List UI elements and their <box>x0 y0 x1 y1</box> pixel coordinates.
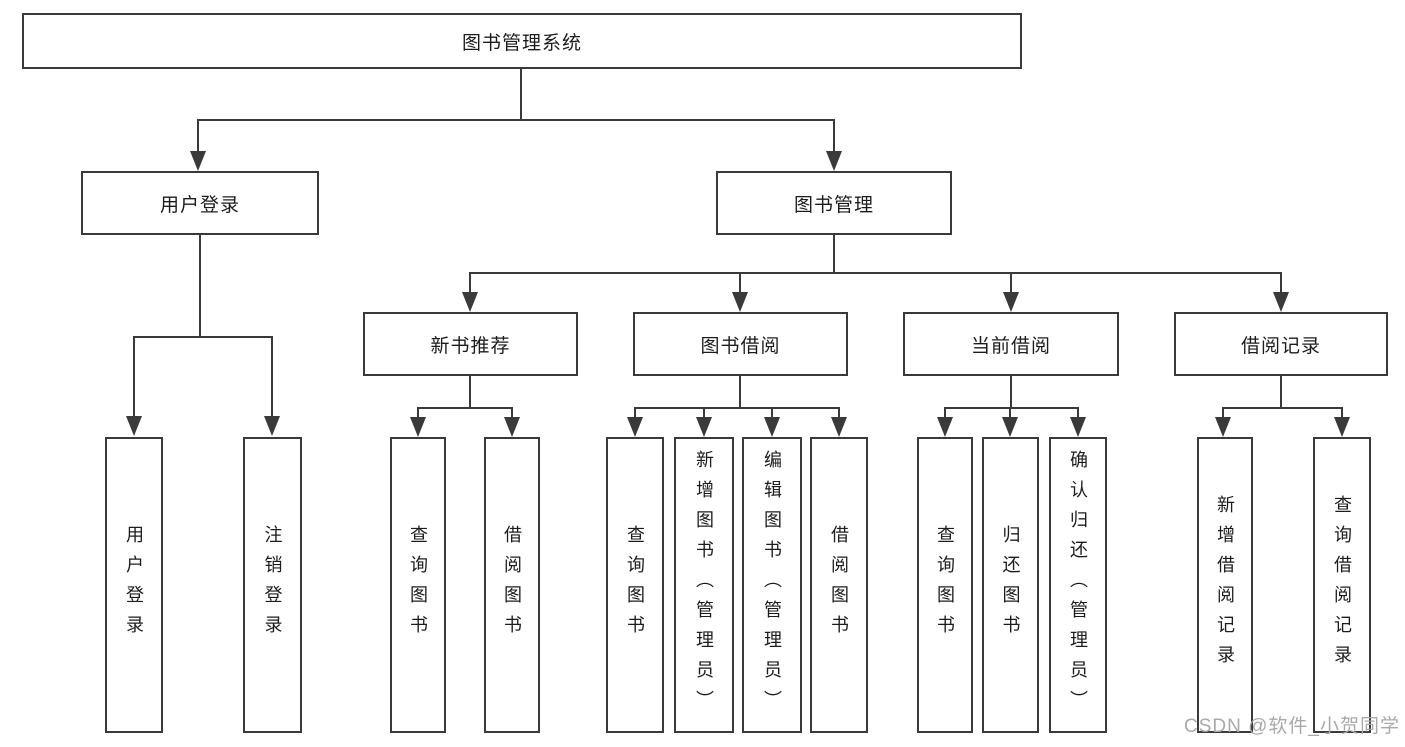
node-user-login: 用户登录 <box>81 171 319 235</box>
connector-drop <box>703 407 705 418</box>
connector-drop <box>1077 407 1079 418</box>
node-bb-borrow-book: 借阅图书 <box>810 437 868 733</box>
node-user-login-label: 用户登录 <box>159 194 240 216</box>
connector-drop-logout-leaf <box>271 336 273 418</box>
connector-drop-book-borrow <box>739 272 741 294</box>
connector-book-mgmt-stem <box>833 235 835 274</box>
connector-drop <box>838 407 840 418</box>
connector-borrow-record-branch <box>1222 407 1343 409</box>
connector-drop <box>634 407 636 418</box>
arrow-down-icon <box>126 416 142 436</box>
connector-borrow-record-stem <box>1280 376 1282 409</box>
node-book-borrow-label: 图书借阅 <box>700 335 781 357</box>
connector-drop <box>944 407 946 418</box>
connector-drop-user-login <box>197 119 199 153</box>
connector-drop-login-leaf <box>133 336 135 418</box>
arrow-down-icon <box>1003 292 1019 312</box>
node-root: 图书管理系统 <box>22 13 1022 69</box>
arrow-down-icon <box>504 417 520 437</box>
connector-current-borrow-branch <box>944 407 1079 409</box>
node-login-leaf: 用户登录 <box>105 437 163 733</box>
node-bb-add-book-label: 新增图书（管理员） <box>694 450 714 720</box>
node-book-mgmt-label: 图书管理 <box>793 194 874 216</box>
arrow-down-icon <box>1070 417 1086 437</box>
connector-user-login-branch <box>133 336 273 338</box>
node-br-add-record: 新增借阅记录 <box>1197 437 1253 733</box>
connector-book-mgmt-branch <box>469 272 1282 274</box>
node-book-borrow: 图书借阅 <box>633 312 848 376</box>
node-current-borrow-label: 当前借阅 <box>970 335 1051 357</box>
connector-book-borrow-branch <box>634 407 840 409</box>
node-cb-confirm-return: 确认归还（管理员） <box>1049 437 1107 733</box>
node-current-borrow: 当前借阅 <box>903 312 1119 376</box>
node-logout-leaf: 注销登录 <box>243 437 302 733</box>
node-rec-borrow-book: 借阅图书 <box>484 437 540 733</box>
arrow-down-icon <box>764 417 780 437</box>
arrow-down-icon <box>1273 292 1289 312</box>
connector-current-borrow-stem <box>1010 376 1012 409</box>
arrow-down-icon <box>1215 417 1231 437</box>
node-logout-leaf-label: 注销登录 <box>262 525 283 645</box>
node-bb-query-book: 查询图书 <box>606 437 664 733</box>
node-cb-query-book: 查询图书 <box>917 437 973 733</box>
connector-drop <box>1222 407 1224 418</box>
connector-root-branch <box>197 119 835 121</box>
arrow-down-icon <box>831 417 847 437</box>
connector-drop <box>1341 407 1343 418</box>
node-borrow-record-label: 借阅记录 <box>1240 335 1321 357</box>
node-root-label: 图书管理系统 <box>461 32 582 54</box>
arrow-down-icon <box>190 151 206 171</box>
connector-drop-new-book-rec <box>469 272 471 294</box>
connector-drop <box>1009 407 1011 418</box>
connector-drop-book-mgmt <box>833 119 835 153</box>
arrow-down-icon <box>627 417 643 437</box>
connector-book-borrow-stem <box>739 376 741 409</box>
node-bb-edit-book-label: 编辑图书（管理员） <box>762 450 782 720</box>
arrow-down-icon <box>732 292 748 312</box>
node-borrow-record: 借阅记录 <box>1174 312 1388 376</box>
node-cb-return-book-label: 归还图书 <box>1000 525 1021 645</box>
connector-drop-borrow-record <box>1280 272 1282 294</box>
node-br-query-record-label: 查询借阅记录 <box>1332 495 1352 675</box>
arrow-down-icon <box>826 151 842 171</box>
arrow-down-icon <box>937 417 953 437</box>
node-bb-edit-book: 编辑图书（管理员） <box>742 437 802 733</box>
connector-new-book-rec-stem <box>469 376 471 409</box>
connector-drop <box>511 407 513 418</box>
connector-user-login-stem <box>199 235 201 338</box>
arrow-down-icon <box>462 292 478 312</box>
node-br-query-record: 查询借阅记录 <box>1313 437 1371 733</box>
node-br-add-record-label: 新增借阅记录 <box>1215 495 1235 675</box>
node-cb-return-book: 归还图书 <box>982 437 1039 733</box>
connector-new-book-rec-branch <box>417 407 513 409</box>
connector-drop-current-borrow <box>1010 272 1012 294</box>
node-book-mgmt: 图书管理 <box>716 171 952 235</box>
node-login-leaf-label: 用户登录 <box>124 525 144 645</box>
arrow-down-icon <box>696 417 712 437</box>
arrow-down-icon <box>1334 417 1350 437</box>
arrow-down-icon <box>264 416 280 436</box>
node-bb-add-book: 新增图书（管理员） <box>674 437 734 733</box>
csdn-watermark: CSDN @软件_小贺同学 <box>1184 716 1400 737</box>
node-cb-confirm-return-label: 确认归还（管理员） <box>1068 450 1088 720</box>
node-new-book-rec-label: 新书推荐 <box>430 335 511 357</box>
node-cb-query-book-label: 查询图书 <box>935 525 955 645</box>
node-bb-borrow-book-label: 借阅图书 <box>829 525 849 645</box>
node-rec-query-book: 查询图书 <box>390 437 446 733</box>
node-rec-query-book-label: 查询图书 <box>408 525 428 645</box>
connector-drop <box>417 407 419 418</box>
node-bb-query-book-label: 查询图书 <box>625 525 645 645</box>
connector-drop <box>771 407 773 418</box>
arrow-down-icon <box>410 417 426 437</box>
connector-root-stem <box>520 69 522 120</box>
node-new-book-rec: 新书推荐 <box>363 312 578 376</box>
node-rec-borrow-book-label: 借阅图书 <box>502 525 522 645</box>
arrow-down-icon <box>1002 417 1018 437</box>
